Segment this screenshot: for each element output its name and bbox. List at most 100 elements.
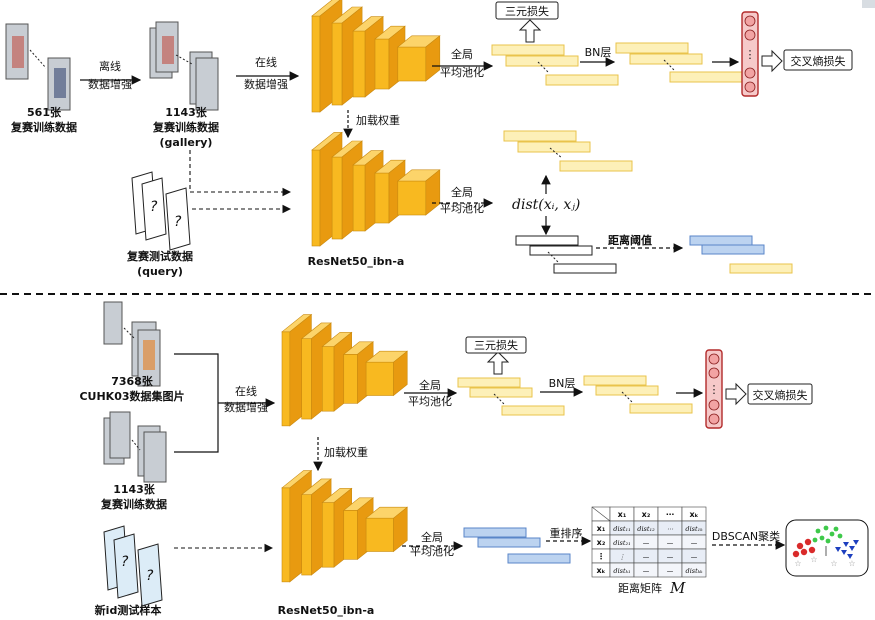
new-id-docs <box>103 525 163 607</box>
matrix-value: dist₁₂ <box>637 525 655 533</box>
new-id-mark-2: ? <box>146 568 154 584</box>
cluster-point-green <box>815 528 821 534</box>
net-layer-side <box>393 506 408 553</box>
cluster-point-outlier: ☆ <box>810 555 817 564</box>
ce-box-bottom <box>747 383 813 405</box>
set2-sub: (gallery) <box>160 136 213 149</box>
cluster-point-blue <box>835 547 841 552</box>
matrix-caption: 距离矩阵 <box>618 581 662 595</box>
net-layer-front <box>301 494 312 576</box>
fc-node <box>744 15 756 27</box>
triplet-hollow-arrow-bottom <box>486 351 510 375</box>
net-name-top: ResNet50_ibn-a <box>308 255 405 268</box>
ce-hollow-arrow-top <box>761 49 783 73</box>
fc-layer-bottom: ⋮ <box>705 349 723 429</box>
ce-box-top <box>783 49 853 71</box>
fc-node <box>744 29 756 41</box>
matrix-value: distₖ₁ <box>613 567 630 575</box>
matrix-value: — <box>691 553 698 561</box>
fc-node <box>708 413 720 425</box>
net-layer-front <box>321 502 335 568</box>
net-layer-front <box>397 180 427 216</box>
net-name-bottom: ResNet50_ibn-a <box>278 604 375 617</box>
triplet-loss-bottom: 三元损失 <box>474 338 518 352</box>
matrix-value: — <box>643 553 650 561</box>
matrix-col-header: xₖ <box>689 510 698 519</box>
online-aug-bottom-2: 数据增强 <box>224 400 268 414</box>
online-aug-top-1: 在线 <box>255 55 277 69</box>
bn-label-bottom: BN层 <box>549 377 576 390</box>
offline-aug-label-2: 数据增强 <box>88 77 132 91</box>
net-layer-front <box>281 487 291 583</box>
feature-vectors-top-test <box>503 130 633 172</box>
cluster-points: ☆☆☆☆ <box>792 525 859 568</box>
net-layer-front <box>331 22 343 106</box>
fc-node <box>708 399 720 411</box>
net-layer-front <box>374 172 390 224</box>
fc-node <box>708 367 720 379</box>
set2-label: 复赛训练数据 <box>152 120 219 134</box>
net-layer-front <box>352 164 366 232</box>
matrix-col-header: ⋯ <box>666 510 674 519</box>
cluster-point-green <box>837 533 843 539</box>
query-mark-2: ? <box>174 214 182 230</box>
matrix-row-header: xₖ <box>596 566 605 575</box>
resnet-block-bottom-train <box>281 313 409 427</box>
cluster-point-blue <box>849 546 855 551</box>
cluster-point-green <box>825 538 831 544</box>
net-layer-front <box>331 156 343 240</box>
resnet-block-top-test <box>311 131 441 247</box>
cluster-result: ☆☆☆☆ <box>785 519 869 577</box>
rerank-label: 重排序 <box>550 526 583 540</box>
net-layer-front <box>365 517 394 552</box>
matrix-value: dist₁ₖ <box>685 525 703 533</box>
dist-formula: dist(xᵢ, xⱼ) <box>512 197 580 213</box>
net-layer-front <box>343 510 358 560</box>
query-mark-1: ? <box>150 199 158 215</box>
gap-bottom-test-1: 全局 <box>421 530 443 544</box>
matrix-col-header: x₁ <box>618 510 627 519</box>
dbscan-label: DBSCAN聚类 <box>712 529 780 543</box>
fc-node <box>744 81 756 93</box>
matrix-value: — <box>643 567 650 575</box>
bn-label-top: BN层 <box>585 46 612 59</box>
net-layer-side <box>425 35 441 82</box>
feature-vectors-bottom-test <box>463 527 571 564</box>
filtered-vectors-top <box>689 235 793 274</box>
fc-layer-top: ⋮ <box>741 11 759 97</box>
net-layer-front <box>301 338 312 420</box>
cuhk-count: 7368张 <box>111 374 154 388</box>
net-layer-front <box>311 149 321 247</box>
online-aug-bottom-1: 在线 <box>235 384 257 398</box>
net-layer-side <box>425 169 441 216</box>
cluster-point-green <box>819 535 825 541</box>
feature-vectors-bottom-train <box>457 377 565 416</box>
matrix-value: — <box>667 539 674 547</box>
gap-top-train-2: 平均池化 <box>440 65 484 79</box>
test-query-docs <box>131 171 191 251</box>
photo-stack-1143-bottom <box>103 411 167 483</box>
cluster-point-red <box>796 542 804 550</box>
gallery-to-net-arrow <box>189 150 292 197</box>
bottom-set-count: 1143张 <box>113 482 156 496</box>
cluster-point-blue <box>841 550 847 555</box>
gap-bottom-test-2: 平均池化 <box>410 544 454 558</box>
net-layer-front <box>281 331 291 427</box>
triplet-box-top <box>495 1 559 20</box>
new-id-mark-1: ? <box>121 554 129 570</box>
set2-count: 1143张 <box>165 105 208 119</box>
resnet-block-top-train <box>311 0 441 113</box>
matrix-value: dist₂₁ <box>613 539 630 547</box>
matrix-cell <box>681 562 707 578</box>
gap-bottom-train-1: 全局 <box>419 378 441 392</box>
cluster-point-red <box>804 538 812 546</box>
fc-ellipsis: ⋮ <box>745 48 756 61</box>
cluster-point-outlier: ☆ <box>848 559 855 568</box>
net-layer-side <box>393 350 408 397</box>
cluster-point-blue <box>843 542 849 547</box>
net-layer-front <box>374 38 390 90</box>
cluster-point-red <box>800 548 808 556</box>
cluster-point-red <box>808 546 816 554</box>
bottom-set-label: 复赛训练数据 <box>100 497 167 511</box>
gap-bottom-train-2: 平均池化 <box>408 394 452 408</box>
